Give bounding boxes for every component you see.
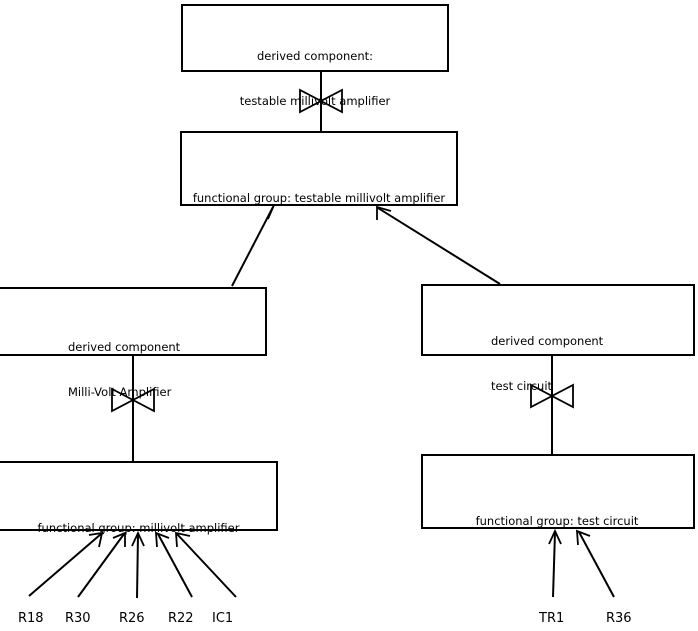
box-functional-group-millivolt-amplifier[interactable]: [0, 461, 278, 531]
box-functional-group-test-circuit[interactable]: [421, 454, 695, 529]
leaf-label-ic1: IC1: [212, 611, 234, 626]
arrow-r18-to-millivolt-group: [28, 531, 104, 597]
leaf-label-r36: R36: [606, 611, 632, 626]
leaf-label-r18: R18: [18, 611, 44, 626]
label-functional-group-testable-millivolt-amplifier: functional group: testable millivolt amp…: [181, 161, 457, 236]
label-derived-component-test-circuit: derived component test circuit: [491, 304, 691, 424]
label-line-1: derived component: [491, 334, 604, 348]
label-line-1: derived component:: [256, 49, 374, 63]
label-line-1: derived component: [68, 340, 181, 354]
box-derived-component-milli-volt-amplifier[interactable]: [0, 287, 267, 356]
label-line-2: test circuit: [491, 379, 553, 393]
bowtie-connector-top-icon: [299, 71, 343, 133]
arrow-r26-to-millivolt-group: [131, 530, 145, 599]
label-line-1: functional group: testable millivolt amp…: [192, 191, 446, 205]
arrow-test-circuit-to-testable-group: [376, 205, 501, 285]
arrow-r22-to-millivolt-group: [155, 531, 193, 598]
label-line-1: functional group: test circuit: [475, 514, 639, 528]
leaf-label-tr1: TR1: [539, 611, 565, 626]
arrow-tr1-to-test-circuit-group: [548, 528, 562, 598]
label-derived-component-milli-volt-amplifier: derived component Milli-Volt Amplifier: [68, 310, 268, 430]
box-derived-component-test-circuit[interactable]: [421, 284, 695, 356]
label-line-2: testable millivolt amplifier: [239, 94, 391, 108]
box-functional-group-testable-millivolt-amplifier[interactable]: [180, 131, 458, 206]
leaf-label-r30: R30: [65, 611, 91, 626]
bowtie-connector-right-icon: [530, 355, 574, 456]
label-functional-group-test-circuit: functional group: test circuit: [422, 484, 692, 559]
bowtie-connector-left-icon: [111, 355, 155, 463]
leaf-label-r22: R22: [168, 611, 194, 626]
arrow-milli-volt-amplifier-to-testable-group: [231, 204, 276, 287]
arrow-r30-to-millivolt-group: [77, 531, 126, 598]
label-functional-group-millivolt-amplifier: functional group: millivolt amplifier: [0, 491, 277, 566]
label-line-2: Milli-Volt Amplifier: [68, 385, 172, 399]
arrow-r36-to-test-circuit-group: [576, 529, 615, 598]
leaf-label-r26: R26: [119, 611, 145, 626]
box-derived-component-testable-millivolt-amplifier[interactable]: [181, 4, 449, 72]
label-line-1: functional group: millivolt amplifier: [37, 521, 240, 535]
arrow-ic1-to-millivolt-group: [175, 531, 237, 598]
label-derived-component-testable-millivolt-amplifier: derived component: testable millivolt am…: [182, 19, 448, 139]
